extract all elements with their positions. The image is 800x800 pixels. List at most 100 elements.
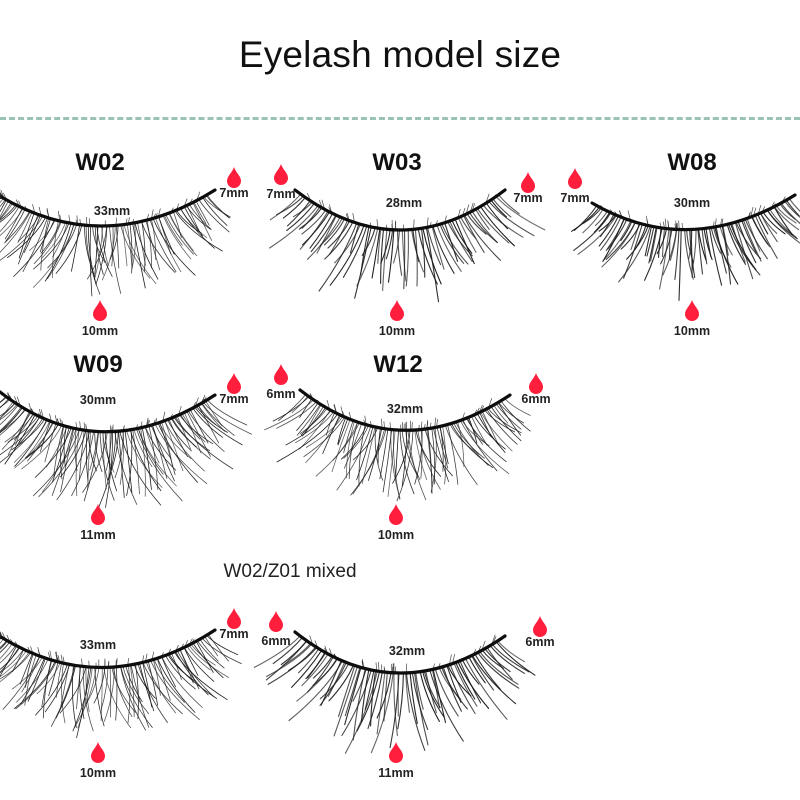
- lash-hair: [35, 663, 68, 716]
- lash-hair: [52, 222, 68, 258]
- lash-hair: [16, 658, 49, 703]
- lash-hair: [336, 425, 372, 491]
- lash-band: [590, 193, 797, 232]
- lash-hair: [202, 401, 252, 435]
- lash-hair: [0, 206, 20, 233]
- lash-hair: [89, 431, 99, 471]
- lash-hair: [419, 671, 440, 722]
- lash-hair: [344, 666, 362, 726]
- lash-hair: [161, 656, 203, 708]
- lash-hair: [183, 412, 202, 454]
- lash-hair: [393, 229, 401, 264]
- lash-hair: [89, 225, 93, 297]
- lash-hair: [486, 408, 518, 445]
- lash-hair: [142, 662, 153, 708]
- lash-hair: [0, 402, 16, 417]
- lash-hair: [0, 406, 22, 432]
- lash-hair: [101, 225, 116, 281]
- lash-hair: [299, 407, 328, 434]
- lash-hair: [27, 657, 46, 702]
- lash-hair: [286, 200, 311, 227]
- lash-hair: [286, 202, 315, 232]
- lash-hair: [188, 644, 230, 678]
- lash-hair: [303, 416, 346, 458]
- lash-hair: [399, 429, 415, 495]
- lash-hair: [73, 667, 97, 729]
- width-measurement: 30mm: [80, 393, 116, 407]
- lash-hair: [721, 225, 732, 285]
- lash-hair: [95, 225, 108, 285]
- lash-hair: [773, 206, 793, 236]
- lash-hair: [76, 666, 90, 738]
- lash-hair: [85, 667, 100, 705]
- lash-hair: [108, 431, 111, 479]
- lash-hair: [436, 224, 462, 272]
- lash-hair: [201, 402, 235, 436]
- lash-hair: [371, 227, 381, 279]
- lash-hair: [42, 428, 77, 493]
- lash-hair: [0, 651, 30, 683]
- lash-hair: [425, 670, 437, 714]
- lash-hair: [146, 219, 152, 269]
- lash-hair: [109, 666, 112, 718]
- lash-hair: [414, 429, 423, 485]
- right-length-label: 7mm: [219, 627, 248, 641]
- lash-hair: [312, 658, 338, 686]
- drop-marker-center: [93, 300, 107, 321]
- dashed-divider: [0, 117, 800, 120]
- lash-hair: [449, 663, 476, 715]
- lash-hair: [206, 634, 239, 656]
- lash-hair: [650, 226, 658, 262]
- lash-hair: [697, 228, 707, 261]
- lash-hair: [473, 414, 506, 450]
- lash-hair: [504, 398, 531, 416]
- lash-hair: [471, 415, 488, 446]
- lash-hair: [306, 216, 341, 260]
- lash-hair: [788, 197, 800, 212]
- lash-hair: [115, 225, 120, 269]
- lash-hair: [41, 659, 53, 707]
- lash-hair: [417, 429, 441, 490]
- lash-hair: [705, 227, 712, 258]
- lash-hair: [0, 404, 19, 426]
- lash-hair: [658, 227, 662, 258]
- right-length-label: 6mm: [521, 392, 550, 406]
- lash-hair: [459, 660, 482, 704]
- lash-hair: [337, 665, 356, 718]
- lash-hair: [150, 660, 200, 720]
- lash-hair: [395, 429, 399, 480]
- lash-hair: [183, 647, 199, 676]
- lash-hair: [397, 672, 404, 730]
- lash-hair: [139, 662, 155, 712]
- lash-hair: [444, 222, 459, 262]
- model-label: W02: [75, 149, 124, 176]
- page-title: Eyelash model size: [238, 34, 562, 75]
- lash-hair: [14, 419, 48, 467]
- drop-marker-center: [389, 504, 403, 525]
- lash-hair: [272, 637, 303, 665]
- lash-hair: [0, 417, 44, 464]
- lash-hair: [350, 428, 387, 496]
- lash-hair: [27, 421, 54, 462]
- lash-hair: [93, 667, 106, 704]
- lash-hair: [103, 667, 132, 729]
- lash-hair: [455, 661, 476, 700]
- lash-hair: [660, 228, 673, 265]
- lash-hair: [17, 214, 39, 265]
- lash-hair: [396, 429, 414, 502]
- lash-hair: [301, 209, 327, 235]
- lash-hair: [451, 423, 494, 469]
- lash-hair: [427, 428, 433, 494]
- lash-hair: [442, 425, 447, 485]
- lash-hair: [301, 206, 321, 229]
- left-length-label: 7mm: [266, 187, 295, 201]
- lash-hair: [442, 666, 462, 712]
- lash-hair: [0, 211, 31, 253]
- drop-marker-center: [685, 300, 699, 321]
- lash-hair: [299, 398, 313, 419]
- lash-hair: [356, 426, 374, 481]
- right-length-label: 7mm: [513, 191, 542, 205]
- drop-marker-right: [227, 373, 241, 394]
- lash-hair: [29, 219, 56, 251]
- lash-hair: [0, 396, 7, 404]
